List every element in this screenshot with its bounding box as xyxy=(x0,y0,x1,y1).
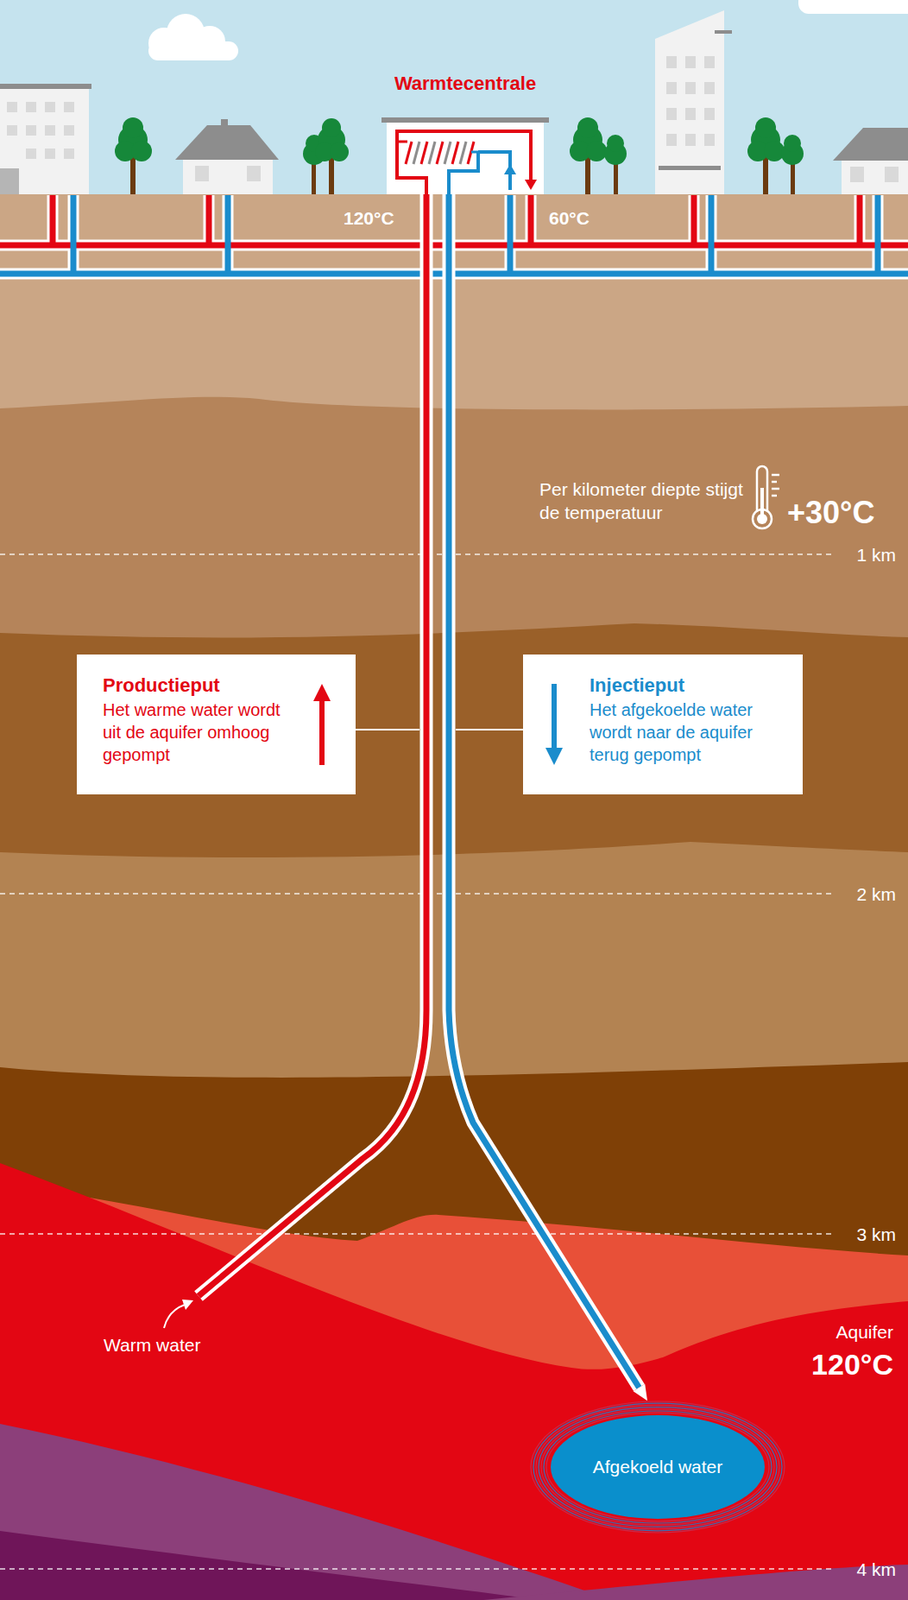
direction-arrow xyxy=(313,683,331,765)
aquifer-layer xyxy=(0,1162,908,1600)
annotation: +30°C xyxy=(787,493,875,531)
office-building xyxy=(0,83,92,195)
rock-layer xyxy=(483,1563,908,1600)
leader-line xyxy=(355,728,524,731)
rock-layer xyxy=(0,1423,612,1600)
depth-label: 4 km xyxy=(856,1557,896,1580)
ground-layer xyxy=(0,194,908,1600)
flow-arrow xyxy=(504,163,517,175)
coil-winding xyxy=(405,141,412,164)
plant-building xyxy=(381,117,549,195)
water-core xyxy=(550,1414,765,1519)
annotation: Aquifer xyxy=(835,1320,894,1343)
building-wall xyxy=(386,120,544,195)
coil-winding xyxy=(460,141,467,164)
ripple-ring xyxy=(546,1412,770,1521)
coil-link xyxy=(471,151,479,154)
water-label: Afgekoeld water xyxy=(592,1456,724,1477)
water-body: Afgekoeld water xyxy=(529,1399,786,1533)
injection-well xyxy=(448,194,648,1400)
annotation: Warm water xyxy=(103,1333,201,1356)
ground-layer xyxy=(0,1061,908,1600)
flow-arrow xyxy=(163,1298,194,1328)
arrow-head xyxy=(545,747,563,765)
box-heading: Injectieput xyxy=(589,673,793,699)
ripple-ring xyxy=(533,1402,782,1531)
coil-winding xyxy=(452,141,459,164)
ripple-ring xyxy=(541,1408,775,1525)
tree xyxy=(114,117,804,195)
arrow-shaft xyxy=(319,699,325,765)
ripple-ring xyxy=(535,1404,780,1528)
tall-building xyxy=(655,10,732,195)
heating-plant: Warmtecentrale xyxy=(381,117,549,195)
coil-winding xyxy=(421,141,428,164)
arrow-shaft xyxy=(551,683,557,750)
flow-arrow xyxy=(524,179,537,190)
annotation: 60°C xyxy=(548,207,590,229)
coil-winding xyxy=(436,141,443,164)
depth-label: 3 km xyxy=(856,1223,896,1245)
callout-box: InjectieputHet afgekoelde water wordt na… xyxy=(523,654,803,795)
building-roof xyxy=(381,117,549,123)
callout-box: ProductieputHet warme water wordt uit de… xyxy=(76,654,356,795)
box-body: Het warme water wordt uit de aquifer omh… xyxy=(102,698,293,766)
house xyxy=(832,127,908,195)
cloud xyxy=(148,0,908,61)
ripple-ring xyxy=(538,1406,777,1527)
direction-arrow xyxy=(545,683,563,765)
plant-heading: Warmtecentrale xyxy=(394,72,536,95)
box-heading: Productieput xyxy=(102,673,293,699)
arrow-head xyxy=(633,1383,648,1401)
cold-pipe xyxy=(448,151,511,195)
arrow-head xyxy=(313,683,331,701)
annotation: 120°C xyxy=(811,1346,894,1382)
thermometer-icon xyxy=(752,466,780,529)
ripple-ring xyxy=(543,1410,772,1523)
annotation: Per kilometer diepte stijgt de temperatu… xyxy=(539,477,744,525)
depth-label: 1 km xyxy=(856,543,896,566)
ripple-ring xyxy=(530,1400,785,1533)
rock-layer xyxy=(0,1530,541,1600)
hot-pipe xyxy=(397,131,531,195)
coil-winding xyxy=(413,141,420,164)
coil-winding xyxy=(428,141,436,164)
coil-link xyxy=(397,140,408,144)
depth-label: 2 km xyxy=(856,882,896,905)
annotation: 120°C xyxy=(343,207,395,229)
coil-winding xyxy=(444,141,451,164)
box-body: Het afgekoelde water wordt naar de aquif… xyxy=(589,698,793,766)
sky xyxy=(0,0,908,196)
house xyxy=(175,119,279,195)
